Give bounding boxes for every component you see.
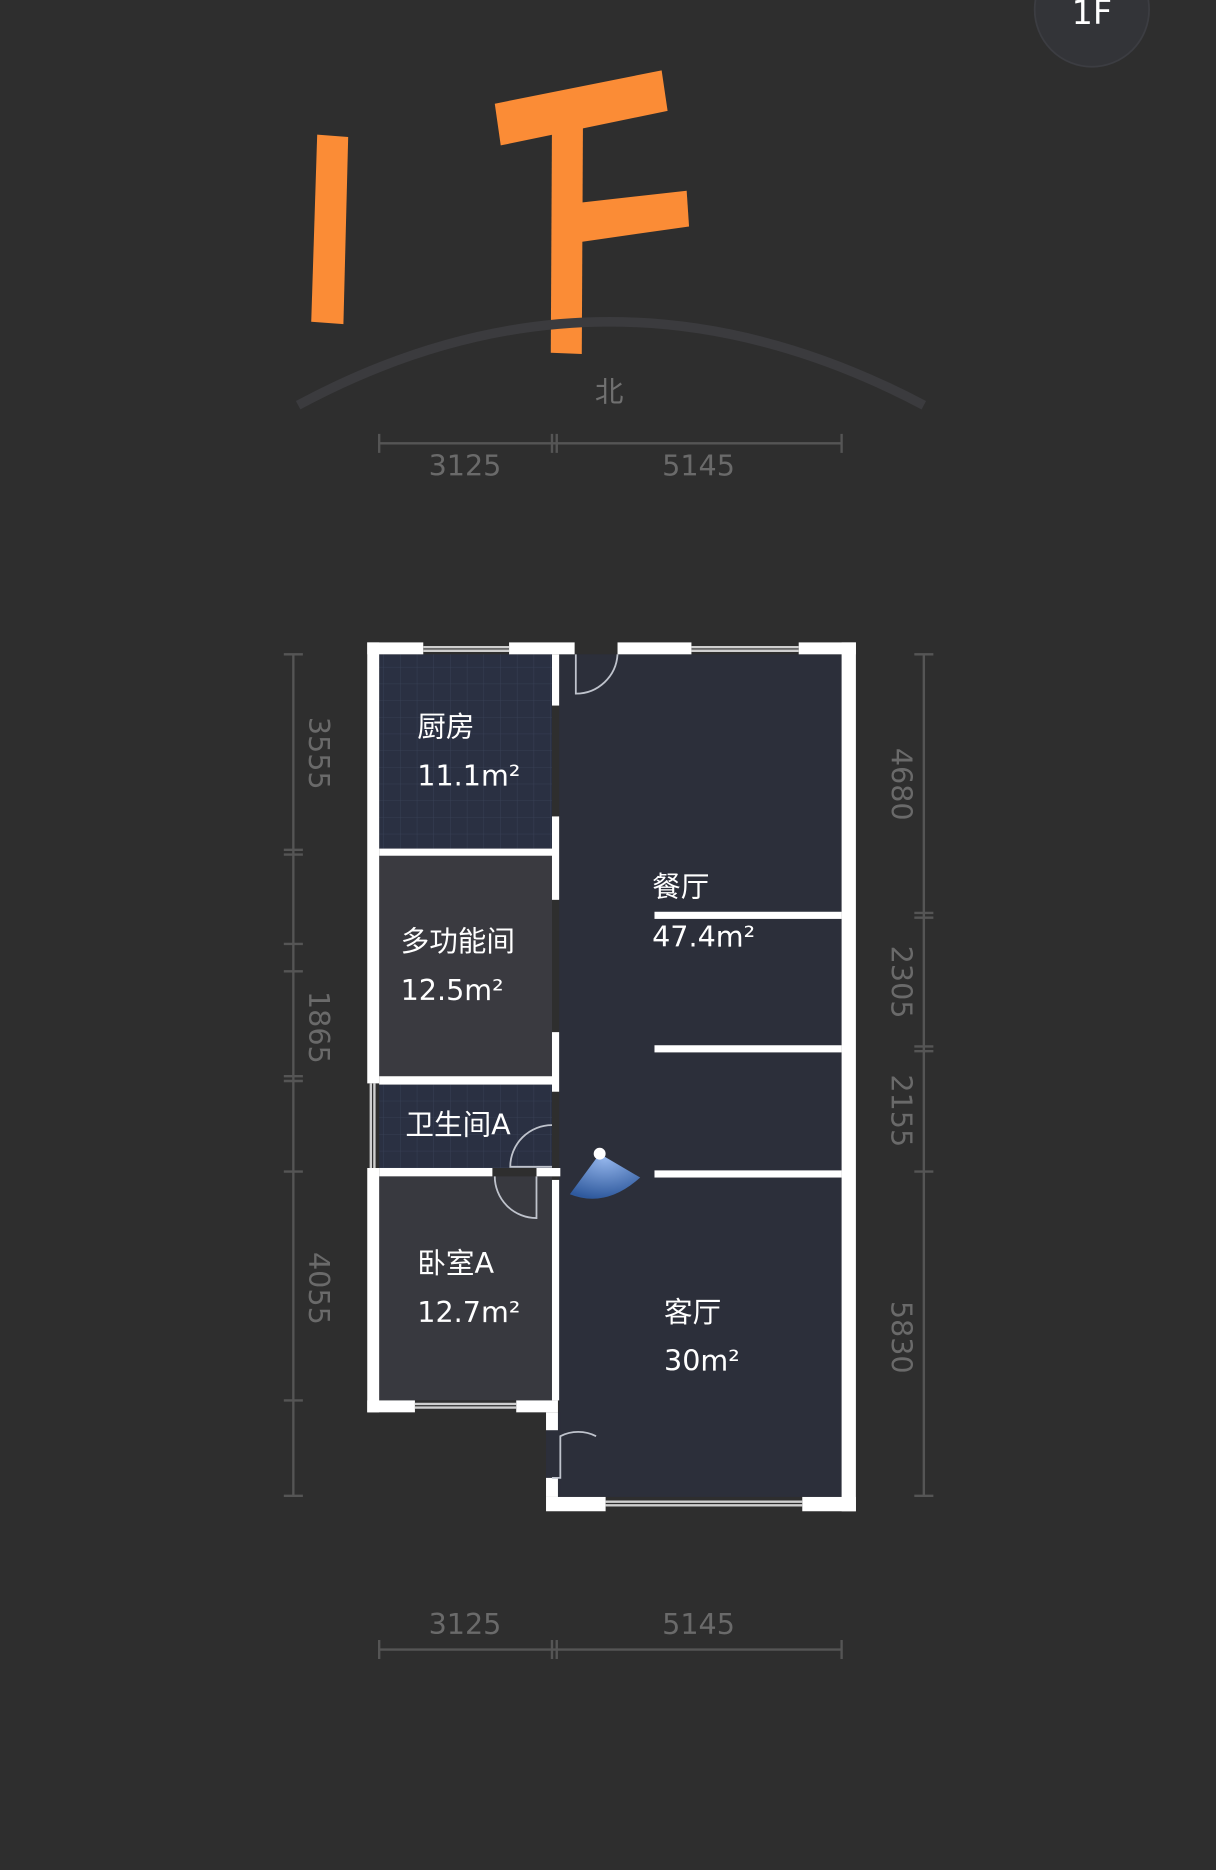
room-label-multi-purpose: 多功能间 12.5m² [401, 924, 515, 1007]
left-dimension: 3555 1865 4055 [283, 653, 336, 1497]
room-dining-living[interactable] [559, 654, 842, 1497]
svg-text:30m²: 30m² [664, 1344, 740, 1378]
floor-switch-button[interactable]: 1F [1033, 0, 1150, 68]
bottom-dimension: 3125 5145 [377, 1607, 843, 1660]
svg-text:餐厅: 餐厅 [652, 869, 709, 903]
room-bedroom-a[interactable] [379, 1176, 552, 1401]
top-dimension: 3125 5145 [377, 433, 843, 483]
svg-text:1865: 1865 [302, 991, 336, 1064]
svg-text:5145: 5145 [662, 449, 735, 483]
room-label-dining: 餐厅 47.4m² [652, 869, 755, 953]
room-kitchen[interactable] [379, 654, 552, 849]
svg-text:4055: 4055 [302, 1252, 336, 1325]
svg-text:3125: 3125 [429, 1607, 502, 1641]
svg-text:47.4m²: 47.4m² [652, 919, 755, 953]
room-label-bathroom-a: 卫生间A [405, 1108, 511, 1142]
room-label-living: 客厅 30m² [664, 1295, 740, 1378]
svg-text:11.1m²: 11.1m² [417, 758, 520, 792]
svg-text:厨房: 厨房 [417, 710, 474, 744]
svg-text:5830: 5830 [885, 1301, 919, 1374]
svg-text:2155: 2155 [885, 1074, 919, 1147]
svg-text:2305: 2305 [885, 946, 919, 1019]
svg-text:12.7m²: 12.7m² [417, 1295, 520, 1329]
svg-text:卧室A: 卧室A [417, 1246, 494, 1280]
room-label-bedroom-a: 卧室A 12.7m² [417, 1246, 520, 1329]
doors [493, 654, 619, 1479]
floor-badge-label: 1F [1072, 0, 1112, 32]
room-label-kitchen: 厨房 11.1m² [417, 710, 520, 793]
svg-text:客厅: 客厅 [664, 1295, 721, 1329]
right-dimension: 4680 2305 2155 5830 [885, 653, 934, 1497]
walls [367, 642, 856, 1512]
svg-text:卫生间A: 卫生间A [405, 1108, 511, 1142]
compass-north-label: 北 [595, 375, 624, 409]
windows [369, 645, 803, 1507]
svg-text:3555: 3555 [302, 717, 336, 790]
room-bathroom-a[interactable] [379, 1084, 552, 1169]
room-multi-purpose[interactable] [379, 855, 552, 1077]
floor-label-graphic [311, 70, 690, 354]
svg-text:12.5m²: 12.5m² [401, 973, 504, 1007]
svg-text:5145: 5145 [662, 1607, 735, 1641]
svg-text:3125: 3125 [429, 449, 502, 483]
svg-text:多功能间: 多功能间 [401, 924, 515, 958]
compass-arc [295, 317, 927, 410]
svg-text:4680: 4680 [885, 748, 919, 821]
viewpoint-marker[interactable] [569, 1147, 641, 1199]
